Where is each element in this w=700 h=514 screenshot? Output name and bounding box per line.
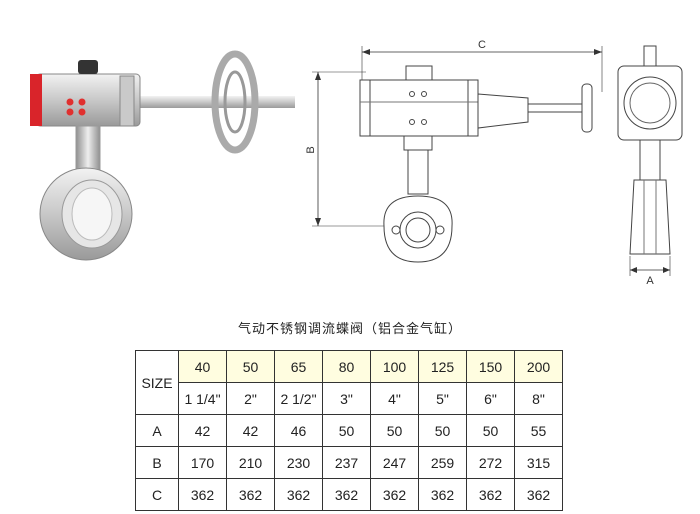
table-cell: 50 [322, 414, 371, 447]
table-cell: 50 [370, 414, 419, 447]
table-cell: 8" [514, 382, 563, 415]
table-cell: 247 [370, 446, 419, 479]
table-cell: 1 1/4" [178, 382, 227, 415]
table-cell: 42 [226, 414, 275, 447]
table-cell: 362 [514, 478, 563, 511]
table-cell: 200 [514, 350, 563, 383]
table-cell: 362 [226, 478, 275, 511]
table-cell: 230 [274, 446, 323, 479]
table-cell: 210 [226, 446, 275, 479]
table-cell: 42 [178, 414, 227, 447]
table-cell: 362 [466, 478, 515, 511]
table-cell: 55 [514, 414, 563, 447]
dim-c-label: C [478, 39, 486, 51]
table-cell: 362 [178, 478, 227, 511]
dim-a-label: A [646, 275, 654, 287]
table-cell: 65 [274, 350, 323, 383]
table-cell: 315 [514, 446, 563, 479]
table-cell: 2" [226, 382, 275, 415]
table-cell: 50 [418, 414, 467, 447]
dim-b-label: B [305, 146, 317, 153]
table-cell: 80 [322, 350, 371, 383]
table-cell: 362 [370, 478, 419, 511]
table-cell: 6" [466, 382, 515, 415]
table-cell: 150 [466, 350, 515, 383]
row-label-cell: B [135, 446, 179, 479]
side-view-drawing: A [617, 45, 683, 287]
table-cell: 362 [322, 478, 371, 511]
handwheel [211, 50, 259, 154]
table-cell: 100 [370, 350, 419, 383]
table-cell: 40 [178, 350, 227, 383]
table-cell: 362 [274, 478, 323, 511]
position-indicator [78, 60, 98, 74]
table-cell: 50 [466, 414, 515, 447]
actuator-endcap [30, 74, 42, 126]
table-cell: 3" [322, 382, 371, 415]
table-cell: 237 [322, 446, 371, 479]
table-cell: 4" [370, 382, 419, 415]
valve-photo [30, 50, 295, 261]
table-cell: 5" [418, 382, 467, 415]
table-cell: 50 [226, 350, 275, 383]
table-cell: 46 [274, 414, 323, 447]
product-caption: 气动不锈钢调流蝶阀（铝合金气缸） [237, 322, 462, 337]
size-header-cell: SIZE [135, 350, 179, 415]
row-label-cell: A [135, 414, 179, 447]
table-cell: 125 [418, 350, 467, 383]
table-row: 1 1/4"2"2 1/2"3"4"5"6"8" [136, 382, 563, 415]
table-cell: 2 1/2" [274, 382, 323, 415]
table-cell: 170 [178, 446, 227, 479]
row-label-cell: C [135, 478, 179, 511]
table-cell: 362 [418, 478, 467, 511]
front-view-drawing: C B [305, 39, 603, 263]
table-cell: 272 [466, 446, 515, 479]
table-cell: 259 [418, 446, 467, 479]
